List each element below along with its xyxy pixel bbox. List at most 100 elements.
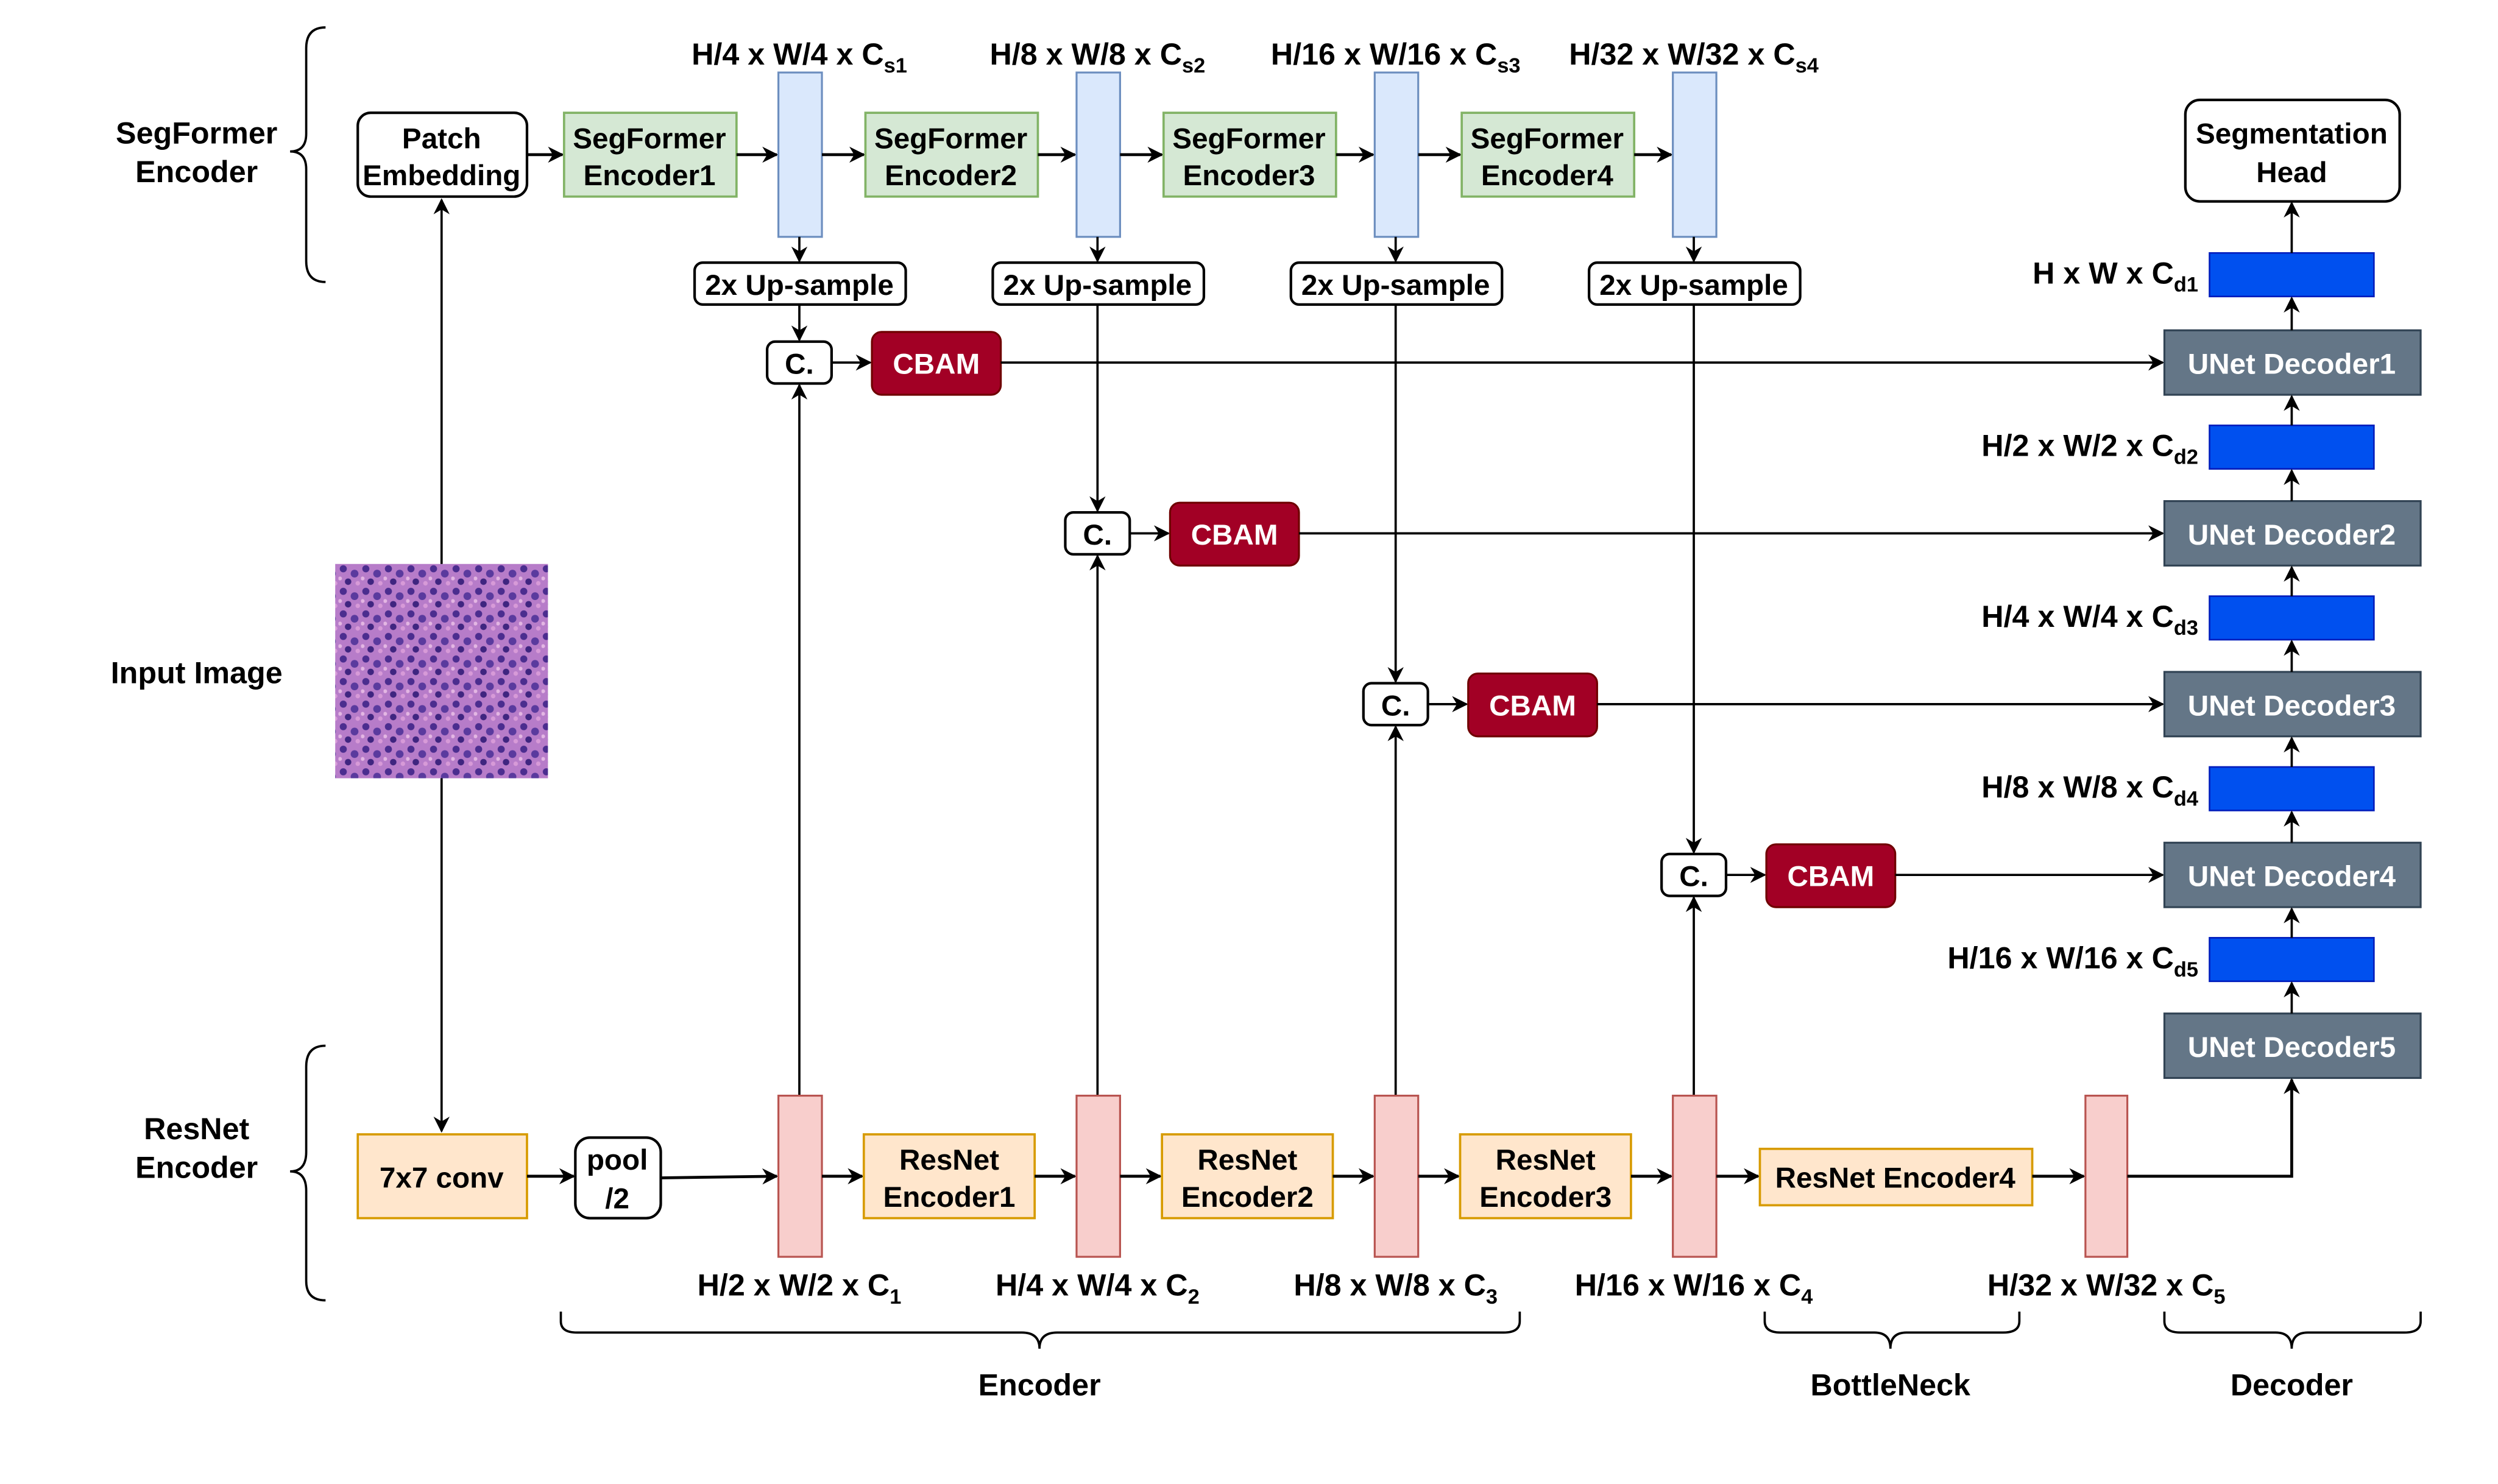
svg-text:ResNet: ResNet — [1496, 1144, 1596, 1176]
input-image-label: Input Image — [111, 655, 283, 690]
segformer-feature-map-2 — [1075, 71, 1121, 238]
svg-text:CBAM: CBAM — [1489, 690, 1576, 722]
svg-text:C.: C. — [1381, 690, 1410, 722]
decoder-dim-label-1: H x W x Cd1 — [2033, 256, 2198, 297]
segformer-feature-map-3 — [1373, 71, 1420, 238]
svg-text:UNet Decoder2: UNet Decoder2 — [2188, 519, 2396, 551]
upsample-box-2: 2x Up-sample — [991, 261, 1206, 306]
svg-text:Head: Head — [2256, 157, 2327, 189]
resnet-dim-label-4-main: H/16 x W/16 x C — [1575, 1268, 1801, 1302]
resnet-brace — [290, 1044, 326, 1302]
segformer-dim-label-4: H/32 x W/32 x Cs4 — [1569, 37, 1819, 77]
segformer-dim-label-3: H/16 x W/16 x Cs3 — [1271, 37, 1521, 77]
decoder-dim-label-4: H/8 x W/8 x Cd4 — [1981, 770, 2198, 810]
resnet-label-line1: ResNet — [144, 1112, 249, 1146]
upsample-box-3: 2x Up-sample — [1289, 261, 1504, 306]
svg-text:ResNet: ResNet — [1197, 1144, 1297, 1176]
segformer-dim-label-4-main: H/32 x W/32 x C — [1569, 37, 1795, 71]
svg-text:CBAM: CBAM — [1787, 861, 1874, 893]
cbam-block-3: CBAM — [1467, 673, 1598, 738]
svg-text:2x Up-sample: 2x Up-sample — [1599, 269, 1788, 302]
resnet-dim-label-3-subscript: 3 — [1486, 1285, 1498, 1309]
concat-node-4: C. — [1660, 852, 1728, 897]
svg-text:C.: C. — [785, 348, 814, 381]
cbam-block-2: CBAM — [1169, 501, 1300, 567]
decoder-dim-label-1-main: H x W x C — [2033, 256, 2174, 291]
svg-text:Patch: Patch — [402, 122, 481, 155]
segformer-label-line2: Encoder — [135, 155, 258, 189]
segformer-dim-label-2-subscript: s2 — [1182, 54, 1205, 77]
decoder-dim-label-4-subscript: d4 — [2174, 787, 2198, 810]
segformer-dim-label-3-subscript: s3 — [1497, 54, 1520, 77]
decoder-dim-label-3: H/4 x W/4 x Cd3 — [1981, 599, 2198, 640]
svg-text:pool: pool — [587, 1144, 648, 1176]
resnet-encoder-label: ResNet Encoder — [135, 1112, 258, 1184]
input-image — [335, 564, 548, 779]
resnet-dim-label-5-subscript: 5 — [2213, 1285, 2225, 1309]
svg-text:UNet Decoder4: UNet Decoder4 — [2188, 861, 2396, 893]
encoder-brace — [559, 1311, 1521, 1349]
resnet-dim-label-1-subscript: 1 — [890, 1285, 901, 1309]
svg-text:SegFormer: SegFormer — [1172, 122, 1325, 155]
decoder-feature-map-4 — [2209, 766, 2375, 811]
pool-box: pool /2 — [574, 1136, 662, 1220]
patch-embedding-box: Patch Embedding — [356, 111, 529, 198]
upsample-box-1: 2x Up-sample — [693, 261, 907, 306]
resnet-dim-label-2-main: H/4 x W/4 x C — [996, 1268, 1188, 1302]
decoder-brace — [2163, 1311, 2422, 1349]
decoder-feature-map-1 — [2209, 252, 2375, 297]
svg-text:2x Up-sample: 2x Up-sample — [705, 269, 894, 302]
svg-text:SegFormer: SegFormer — [1471, 122, 1624, 155]
encoder-section-label: Encoder — [978, 1368, 1101, 1402]
unet-decoder1-box: UNet Decoder1 — [2163, 329, 2422, 396]
cbam-block-4: CBAM — [1765, 843, 1897, 908]
unet-decoder2-box: UNet Decoder2 — [2163, 500, 2422, 567]
edge-pool-to-feat1 — [660, 1168, 779, 1185]
edge-feat5-to-decoder5 — [2127, 1078, 2300, 1178]
resnet-feature-map-1 — [777, 1094, 823, 1258]
concat-node-1: C. — [765, 340, 833, 385]
decoder-section-label: Decoder — [2231, 1368, 2353, 1402]
segformer-feature-map-4 — [1672, 71, 1718, 238]
resnet-dim-label-3-main: H/8 x W/8 x C — [1293, 1268, 1486, 1302]
decoder-dim-label-3-main: H/4 x W/4 x C — [1981, 599, 2174, 634]
svg-text:Encoder3: Encoder3 — [1183, 160, 1315, 192]
svg-text:Embedding: Embedding — [363, 160, 520, 192]
segformer-dim-label-2-main: H/8 x W/8 x C — [989, 37, 1182, 71]
segformer-dim-label-1-main: H/4 x W/4 x C — [692, 37, 884, 71]
segformer-brace — [290, 26, 326, 283]
svg-text:Encoder3: Encoder3 — [1479, 1181, 1612, 1214]
resnet-dim-label-2: H/4 x W/4 x C2 — [996, 1268, 1200, 1309]
decoder-dim-label-2-subscript: d2 — [2174, 446, 2198, 469]
resnet-feature-map-4 — [1672, 1094, 1718, 1258]
svg-text:C.: C. — [1679, 861, 1708, 893]
decoder-dim-label-2-main: H/2 x W/2 x C — [1981, 429, 2174, 463]
svg-text:Encoder1: Encoder1 — [584, 160, 716, 192]
svg-text:UNet Decoder5: UNet Decoder5 — [2188, 1031, 2396, 1064]
svg-text:Segmentation: Segmentation — [2196, 118, 2388, 150]
decoder-dim-label-1-subscript: d1 — [2174, 274, 2198, 297]
concat-node-2: C. — [1064, 511, 1131, 556]
segformer-feature-map-1 — [777, 71, 823, 238]
decoder-feature-map-2 — [2209, 424, 2375, 470]
unet-decoder3-box: UNet Decoder3 — [2163, 671, 2422, 738]
decoder-dim-label-4-main: H/8 x W/8 x C — [1981, 770, 2174, 804]
svg-text:/2: /2 — [605, 1183, 629, 1215]
svg-text:7x7 conv: 7x7 conv — [380, 1162, 504, 1194]
segformer-label-line1: SegFormer — [116, 116, 277, 150]
resnet-dim-label-2-subscript: 2 — [1188, 1285, 1200, 1309]
conv7x7-box: 7x7 conv — [356, 1133, 528, 1220]
resnet-dim-label-3: H/8 x W/8 x C3 — [1293, 1268, 1498, 1309]
svg-text:2x Up-sample: 2x Up-sample — [1003, 269, 1192, 302]
decoder-feature-map-3 — [2209, 595, 2375, 641]
resnet-feature-map-2 — [1075, 1094, 1121, 1258]
resnet-label-line2: Encoder — [135, 1150, 258, 1184]
segformer-dim-label-4-subscript: s4 — [1796, 54, 1819, 77]
